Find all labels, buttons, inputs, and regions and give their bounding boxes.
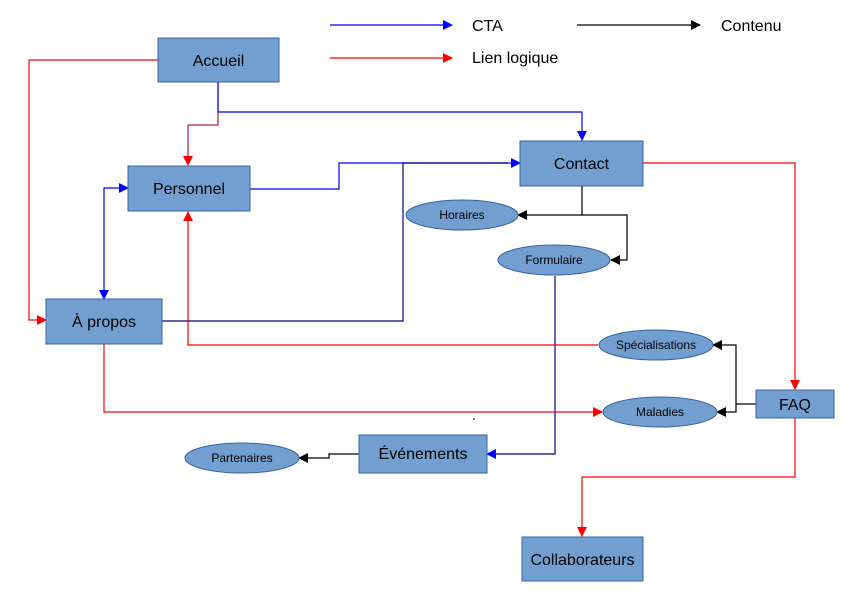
edge-contact-formulaire <box>582 214 628 265</box>
edge-accueil-personnel <box>187 82 219 165</box>
edge-accueil-apropos <box>28 59 158 325</box>
legend-logic-label: Lien logique <box>472 50 558 67</box>
edges <box>28 59 800 537</box>
edge-evenements-partenaires <box>298 453 359 463</box>
node-partenaires[interactable]: Partenaires <box>184 442 300 474</box>
node-collaborateurs-label: Collaborateurs <box>530 552 634 569</box>
node-specialisations[interactable]: Spécialisations <box>598 329 714 361</box>
edge-faq-collaborateurs <box>577 418 796 537</box>
edge-accueil-personnel-head <box>183 156 193 166</box>
edge-faq-maladies <box>716 404 737 417</box>
edge-accueil-contact <box>217 82 587 141</box>
node-contact[interactable]: Contact <box>519 140 644 187</box>
node-faq[interactable]: FAQ <box>755 389 835 419</box>
node-evenements[interactable]: Événements <box>358 434 488 474</box>
legend: CTA Contenu Lien logique <box>330 18 782 67</box>
edge-contact-horaires <box>517 186 583 220</box>
legend-cta-label: CTA <box>472 18 503 35</box>
node-apropos-label: À propos <box>72 312 136 331</box>
node-formulaire-label: Formulaire <box>525 253 583 267</box>
edge-apropos-contact <box>162 162 508 322</box>
node-faq-label: FAQ <box>779 397 811 414</box>
edge-apropos-maladies <box>103 344 603 417</box>
node-evenements-label: Événements <box>379 444 468 463</box>
node-personnel-label: Personnel <box>153 181 225 198</box>
node-personnel[interactable]: Personnel <box>127 165 251 212</box>
node-contact-label: Contact <box>554 156 610 173</box>
legend-content-label: Contenu <box>721 18 782 35</box>
node-maladies[interactable]: Maladies <box>602 396 718 428</box>
edge-specialisations-personnel <box>183 211 598 346</box>
node-horaires[interactable]: Horaires <box>405 199 519 231</box>
edge-formulaire-evenements <box>487 276 556 455</box>
node-maladies-label: Maladies <box>636 405 684 419</box>
node-accueil-label: Accueil <box>193 53 245 70</box>
edge-contact-faq <box>643 162 800 390</box>
node-specialisations-label: Spécialisations <box>616 338 696 352</box>
node-collaborateurs[interactable]: Collaborateurs <box>521 536 644 582</box>
edge-personnel-apropos <box>99 183 129 300</box>
node-partenaires-label: Partenaires <box>211 451 272 465</box>
edge-personnel-contact <box>250 158 521 190</box>
node-accueil[interactable]: Accueil <box>157 37 280 83</box>
node-formulaire[interactable]: Formulaire <box>497 244 611 276</box>
node-apropos[interactable]: À propos <box>45 298 163 345</box>
edge-formulaire-evenements-head <box>486 449 496 459</box>
edge-faq-specialisations <box>712 340 756 405</box>
node-horaires-label: Horaires <box>439 208 484 222</box>
